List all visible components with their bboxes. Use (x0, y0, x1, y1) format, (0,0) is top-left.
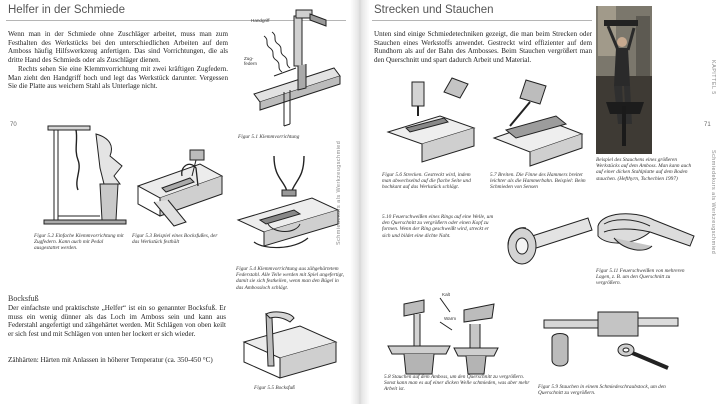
book-gutter (350, 0, 370, 404)
left-page-number: 70 (10, 122, 17, 128)
label-kalt: Kalt (442, 292, 450, 297)
left-heading: Helfer in der Schmiede (8, 4, 125, 16)
figure-5-6-strecken (382, 76, 478, 166)
figure-5-8-stauchen-anvil (384, 288, 504, 378)
caption-fig-5-1: Figur 5.1 Klemmvorrichtung (238, 134, 300, 140)
caption-fig-5-9: Figur 5.9 Stauchen in einem Schmiedeschr… (538, 384, 666, 397)
caption-fig-5-6: Figur 5.6 Strecken. Gestreckt wird, inde… (382, 172, 471, 191)
right-paragraph-1: Unten sind einige Schmiedetechniken geze… (374, 30, 592, 65)
left-paragraph-4: Zähhärten: Härten mit Anlassen in höhere… (8, 356, 213, 364)
caption-fig-5-2: Figur 5.2 Einfache Klemmvorrichtung mit … (34, 233, 124, 252)
left-paragraph-3: Der einfachste und praktischste „Helfer“… (8, 304, 226, 339)
left-paragraph-1: Wenn man in der Schmiede ohne Zuschläger… (8, 30, 228, 65)
figure-5-11-layer-weld (594, 202, 698, 268)
figure-5-10-ring-weld (496, 208, 592, 278)
forge-photo-scene (596, 6, 652, 154)
photo-caption: Beispiel des Stauchens eines größeren We… (596, 157, 692, 182)
caption-fig-5-7: 5.7 Breiten. Die Finne des Hammers breit… (490, 172, 586, 191)
caption-fig-5-3: Figur 5.3 Beispiel eines Bocksfußes, der… (132, 233, 218, 246)
figure-5-2-simple-clamp (40, 120, 130, 228)
left-page: Helfer in der Schmiede Wenn man in der S… (6, 4, 346, 391)
right-heading: Strecken und Stauchen (374, 4, 494, 16)
label-warm: Warm (444, 316, 457, 321)
forge-photo (596, 6, 652, 154)
right-side-text: KAPITTEL 5 (710, 60, 716, 95)
figure-5-3-bocksfuss-holding (134, 146, 226, 232)
caption-fig-5-10: 5.10 Feuerschweißen eines Rings auf eine… (382, 214, 494, 239)
figure-5-4-spring-clamp (234, 150, 342, 258)
figure-5-5-bocksfuss (240, 306, 340, 382)
figure-5-7-breiten (486, 76, 590, 168)
label-zugfedern: Zug- federn (244, 56, 258, 66)
right-page-number: 71 (704, 122, 711, 128)
label-handgriff: Handgriff (251, 18, 270, 23)
caption-fig-5-5: Figur 5.5 Bocksfuß (254, 385, 295, 391)
right-page: Strecken und Stauchen Unten sind einige … (360, 0, 720, 404)
left-paragraph-2: Rechts sehen Sie eine Klemmvorrichtung m… (8, 65, 228, 91)
caption-fig-5-11: Figur 5.11 Feuerschweißen von mehreren L… (596, 268, 685, 287)
bocksfuss-subheading: Bocksfuß (8, 294, 39, 303)
figure-5-9-schraubstock (538, 302, 686, 380)
left-heading-rule (6, 20, 346, 21)
right-side-text-2: Schmiedekurs als Werkzeugschmied (710, 150, 716, 255)
caption-fig-5-4: Figur 5.4 Klemmvorrichtung aus zähgehärt… (236, 266, 345, 291)
right-heading-rule (372, 20, 592, 21)
caption-fig-5-8: 5.8 Stauchen auf dem Amboss, um den Quer… (384, 374, 530, 393)
figure-5-1-clamp-illustration (234, 6, 344, 130)
